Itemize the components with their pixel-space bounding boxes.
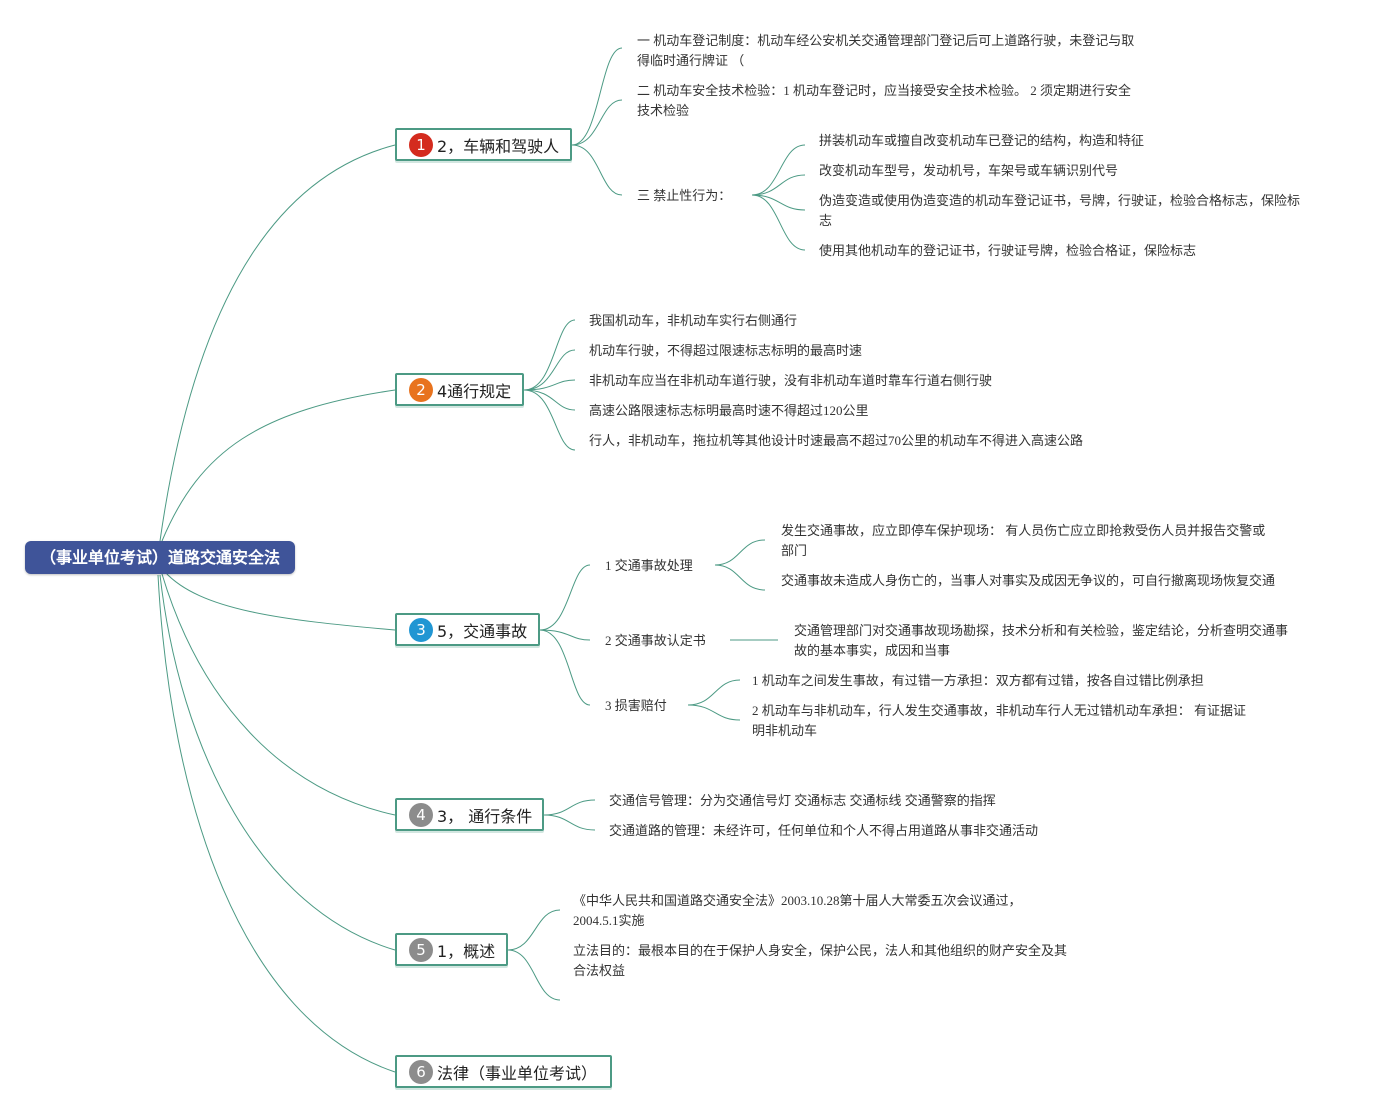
leaf-highway-entry[interactable]: 行人，非机动车，拖拉机等其他设计时速最高不超过70公里的机动车不得进入高速公路 (589, 433, 1084, 448)
subtopic-accident-handling[interactable]: 1 交通事故处理 (605, 558, 693, 573)
branch-label: 2，车辆和驾驶人 (437, 136, 560, 156)
branch-overview[interactable]: 5 1，概述 (395, 933, 508, 966)
badge-1: 1 (409, 132, 433, 157)
root-topic[interactable]: （事业单位考试）道路交通安全法 (25, 541, 295, 574)
leaf-speed-limit[interactable]: 机动车行驶，不得超过限速标志标明的最高时速 (589, 343, 863, 358)
leaf-law-enactment[interactable]: 《中华人民共和国道路交通安全法》2003.10.28第十届人大常委五次会议通过，… (573, 893, 1022, 928)
leaf-stop-protect-scene[interactable]: 发生交通事故，应立即停车保护现场： 有人员伤亡应立即抢救受伤人员并报告交警或部门 (781, 523, 1266, 558)
leaf-right-side[interactable]: 我国机动车，非机动车实行右侧通行 (589, 313, 798, 328)
subtopic-accident-certificate[interactable]: 2 交通事故认定书 (605, 633, 706, 648)
subtopic-prohibited[interactable]: 三 禁止性行为： (637, 188, 732, 203)
badge-2: 2 (409, 377, 433, 402)
leaf-non-motor-lane[interactable]: 非机动车应当在非机动车道行驶，没有非机动车道时靠车行道右侧行驶 (589, 373, 993, 388)
branch-vehicles-drivers[interactable]: 1 2，车辆和驾驶人 (395, 128, 572, 161)
leaf-motor-vs-pedestrian[interactable]: 2 机动车与非机动车，行人发生交通事故，非机动车行人无过错机动车承担： 有证据证… (752, 703, 1247, 738)
branch-label: 5，交通事故 (437, 621, 528, 641)
leaf-prohibited-4[interactable]: 使用其他机动车的登记证书，行驶证号牌，检验合格证，保险标志 (819, 243, 1197, 258)
branch-traffic-rules[interactable]: 2 4通行规定 (395, 373, 524, 406)
branch-traffic-conditions[interactable]: 4 3， 通行条件 (395, 798, 544, 831)
badge-5: 5 (409, 937, 433, 962)
leaf-prohibited-2[interactable]: 改变机动车型号，发动机号，车架号或车辆识别代号 (819, 163, 1119, 178)
badge-4: 4 (409, 802, 433, 827)
branch-label: 4通行规定 (437, 381, 512, 401)
branch-label: 1，概述 (437, 941, 496, 961)
badge-3: 3 (409, 617, 433, 642)
leaf-road-management[interactable]: 交通道路的管理：未经许可，任何单位和个人不得占用道路从事非交通活动 (609, 823, 1039, 838)
leaf-prohibited-1[interactable]: 拼装机动车或擅自改变机动车已登记的结构，构造和特征 (819, 133, 1145, 148)
leaf-legislative-purpose[interactable]: 立法目的：最根本目的在于保护人身安全，保护公民，法人和其他组织的财产安全及其合法… (573, 943, 1068, 978)
leaf-signal-management[interactable]: 交通信号管理：分为交通信号灯 交通标志 交通标线 交通警察的指挥 (609, 793, 996, 808)
leaf-inspection[interactable]: 二 机动车安全技术检验：1 机动车登记时，应当接受安全技术检验。 2 须定期进行… (637, 83, 1132, 118)
leaf-highway-speed[interactable]: 高速公路限速标志标明最高时速不得超过120公里 (589, 403, 869, 418)
branch-law[interactable]: 6 法律（事业单位考试） (395, 1055, 612, 1088)
badge-6: 6 (409, 1059, 433, 1084)
branch-traffic-accidents[interactable]: 3 5，交通事故 (395, 613, 540, 646)
branch-label: 法律（事业单位考试） (437, 1063, 598, 1083)
leaf-self-evacuate[interactable]: 交通事故未造成人身伤亡的，当事人对事实及成因无争议的，可自行撤离现场恢复交通 (781, 573, 1276, 588)
leaf-motor-vs-motor[interactable]: 1 机动车之间发生事故，有过错一方承担：双方都有过错，按各自过错比例承担 (752, 673, 1204, 688)
leaf-accident-investigation[interactable]: 交通管理部门对交通事故现场勘探，技术分析和有关检验，鉴定结论，分析查明交通事故的… (794, 623, 1289, 658)
leaf-prohibited-3[interactable]: 伪造变造或使用伪造变造的机动车登记证书，号牌，行驶证，检验合格标志，保险标志 (819, 193, 1301, 228)
leaf-registration[interactable]: 一 机动车登记制度：机动车经公安机关交通管理部门登记后可上道路行驶，未登记与取得… (637, 33, 1135, 68)
subtopic-compensation[interactable]: 3 损害赔付 (605, 698, 667, 713)
branch-label: 3， 通行条件 (437, 806, 533, 826)
